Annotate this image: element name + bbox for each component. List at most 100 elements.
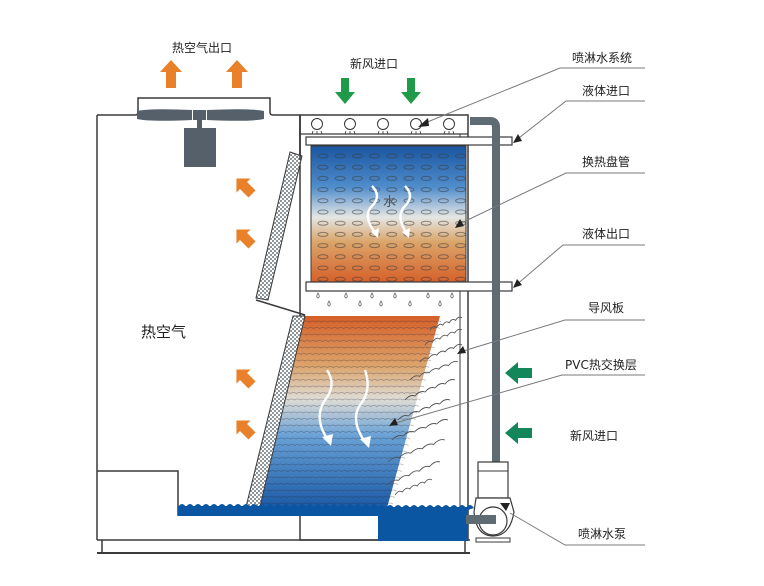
coil-tube: [437, 209, 449, 215]
coil-tube: [317, 231, 329, 237]
flow-arrow-icon: [354, 369, 369, 443]
deflector-vane: [391, 419, 449, 441]
coil-tube: [351, 175, 363, 181]
coil-tube: [386, 243, 398, 249]
coil-tube: [351, 153, 363, 159]
hot-air-outlet-label: 热空气出口: [172, 40, 232, 55]
fill-sheet-line: [254, 502, 394, 505]
spray-pump-icon: [466, 461, 515, 543]
callout-air-deflector: 导风板: [457, 301, 645, 354]
coil-tube: [420, 243, 432, 249]
coil-tube: [369, 164, 381, 170]
coil-tube: [351, 198, 363, 204]
coil-tube: [369, 254, 381, 260]
coil-tube: [317, 209, 329, 215]
coil-tube: [455, 243, 467, 249]
water-drop: [379, 300, 383, 307]
coil-tube: [420, 164, 432, 170]
callout-pvc-fill: PVC热交换层: [389, 357, 645, 426]
coil-tube: [351, 164, 363, 170]
coil-tube: [455, 175, 467, 181]
pvc-fill-layer: [252, 316, 442, 515]
coil-tube: [351, 187, 363, 193]
pointer-icon: [418, 118, 429, 127]
coil-tube: [369, 243, 381, 249]
fill-sheet-line: [289, 372, 428, 375]
coil-tube: [317, 220, 329, 226]
coil-tube: [351, 231, 363, 237]
coil-tube: [334, 220, 346, 226]
coil-tube: [351, 265, 363, 271]
fill-sheet-line: [291, 366, 430, 368]
svg-text:PVC热交换层: PVC热交换层: [565, 357, 637, 372]
fill-sheet-line: [282, 398, 421, 401]
coil-tube: [334, 243, 346, 249]
pointer-icon: [513, 279, 522, 288]
coil-tube: [420, 276, 432, 282]
coil-tube: [403, 276, 415, 282]
fill-sheet-line: [258, 489, 397, 492]
coil-tube: [386, 187, 398, 193]
coil-tube: [386, 209, 398, 215]
coil-tube: [317, 164, 329, 170]
fill-sheet-line: [296, 346, 435, 349]
coil-tube: [437, 254, 449, 260]
coil-tube: [317, 187, 329, 193]
water-mark-label: 水: [383, 195, 396, 210]
coil-tube: [351, 220, 363, 226]
fill-sheet-line: [287, 379, 427, 381]
deflector-vane: [404, 379, 456, 401]
coil-tube: [403, 265, 415, 271]
fresh-air-inlet-top-label: 新风进口: [350, 56, 398, 71]
coil-tube: [317, 175, 329, 181]
fill-sheet-line: [259, 483, 399, 485]
coil-tube: [386, 231, 398, 237]
coil-tube: [437, 187, 449, 193]
upper-mesh-louver: [255, 115, 306, 316]
coil-tube: [403, 220, 415, 226]
coil-tube: [420, 265, 432, 271]
water-drop: [316, 292, 320, 299]
coil-tube: [403, 175, 415, 181]
spray-nozzle-icon: [344, 118, 356, 135]
fill-sheet-line: [299, 333, 439, 336]
fill-sheet-line: [268, 450, 408, 453]
water-drop: [327, 300, 331, 307]
coil-tube: [334, 153, 346, 159]
coil-tube: [420, 231, 432, 237]
svg-text:导风板: 导风板: [588, 301, 624, 315]
callout-heat-exchange-coil: 换热盘管: [455, 154, 645, 228]
deflector-vane: [409, 360, 459, 381]
coil-tube: [334, 209, 346, 215]
coil-tube: [420, 220, 432, 226]
coil-tube: [403, 209, 415, 215]
svg-text:液体出口: 液体出口: [582, 226, 630, 241]
spray-nozzle-icon: [443, 118, 455, 135]
coil-tube: [369, 276, 381, 282]
hot-air-arrows: [236, 178, 256, 440]
diagonal-arrow-icon: [236, 178, 256, 198]
flow-arrow-icon: [366, 185, 379, 235]
coil-tube: [334, 276, 346, 282]
pointer-icon: [389, 418, 398, 426]
fill-sheet-line: [301, 327, 440, 329]
basin-water: [178, 504, 474, 541]
coil-tube: [369, 153, 381, 159]
coil-tube: [455, 265, 467, 271]
deflector-vane: [424, 328, 463, 346]
coil-tube: [386, 153, 398, 159]
coil-tube: [455, 209, 467, 215]
callout-liquid-inlet: 液体进口: [513, 83, 645, 143]
coil-tube: [437, 243, 449, 249]
pointer-icon: [500, 503, 510, 511]
coil-tube: [455, 254, 467, 260]
coil-tube: [420, 209, 432, 215]
coil-tube: [386, 164, 398, 170]
coil-tube: [317, 254, 329, 260]
coil-tube: [317, 243, 329, 249]
callout-liquid-outlet: 液体出口: [513, 226, 645, 288]
coil-tube: [351, 276, 363, 282]
coil-tube: [369, 265, 381, 271]
coil-tube: [437, 220, 449, 226]
